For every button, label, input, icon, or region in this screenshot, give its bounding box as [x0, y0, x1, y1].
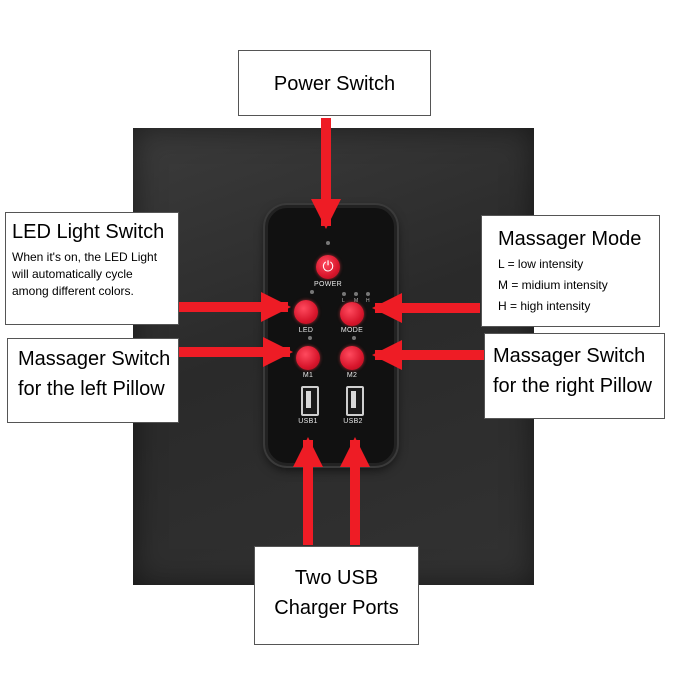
mode-label: MODE — [340, 327, 364, 334]
callout-right-switch-line-2: for the right Pillow — [493, 375, 652, 397]
callout-left-switch: Massager Switch for the left Pillow — [7, 338, 179, 423]
mode-indicator-label-m: M — [354, 298, 359, 304]
callout-power-title: Power Switch — [273, 73, 396, 95]
callout-led-title: LED Light Switch — [12, 221, 165, 243]
callout-led: LED Light Switch When it's on, the LED L… — [5, 212, 179, 325]
callout-mode: Massager Mode L = low intensity M = midi… — [481, 215, 660, 327]
callout-usb-line-2: Charger Ports — [274, 597, 399, 619]
mode-indicator-low — [342, 292, 346, 296]
callout-right-switch-line-1: Massager Switch — [493, 345, 646, 367]
callout-right-switch: Massager Switch for the right Pillow — [484, 333, 665, 419]
mode-indicator-label-l: L — [342, 298, 345, 304]
callout-led-desc-1: When it's on, the LED Light — [12, 250, 158, 264]
callout-left-switch-line-2: for the left Pillow — [18, 378, 165, 400]
callout-mode-line-3: H = high intensity — [498, 299, 591, 313]
usb2-port[interactable] — [346, 386, 364, 416]
callout-mode-line-2: M = midium intensity — [498, 278, 608, 292]
m2-indicator-light — [352, 336, 356, 340]
callout-power: Power Switch — [238, 50, 431, 116]
callout-mode-title: Massager Mode — [498, 228, 642, 250]
callout-left-switch-line-1: Massager Switch — [18, 348, 171, 370]
led-indicator-light — [310, 290, 314, 294]
callout-usb-line-1: Two USB — [294, 567, 379, 589]
callout-mode-line-1: L = low intensity — [498, 257, 584, 271]
led-label: LED — [298, 327, 314, 334]
led-button[interactable] — [294, 300, 318, 324]
mode-indicator-high — [366, 292, 370, 296]
m1-label: M1 — [302, 372, 314, 379]
usb2-label: USB2 — [343, 418, 363, 425]
usb1-label: USB1 — [298, 418, 318, 425]
power-label: POWER — [314, 281, 342, 288]
power-button[interactable]: ⏻ — [316, 255, 340, 279]
m2-button[interactable] — [340, 346, 364, 370]
m1-indicator-light — [308, 336, 312, 340]
control-panel: ⏻ POWER LED L M H MODE M1 M2 USB1 USB2 — [265, 205, 397, 466]
callout-led-desc-3: among different colors. — [12, 284, 134, 298]
callout-usb: Two USB Charger Ports — [254, 546, 419, 645]
power-icon: ⏻ — [322, 259, 334, 275]
mode-indicator-label-h: H — [366, 298, 370, 304]
m1-button[interactable] — [296, 346, 320, 370]
mode-indicator-medium — [354, 292, 358, 296]
power-indicator-light — [326, 241, 330, 245]
callout-led-desc-2: will automatically cycle — [12, 267, 133, 281]
usb1-port[interactable] — [301, 386, 319, 416]
m2-label: M2 — [346, 372, 358, 379]
mode-button[interactable] — [340, 302, 364, 326]
